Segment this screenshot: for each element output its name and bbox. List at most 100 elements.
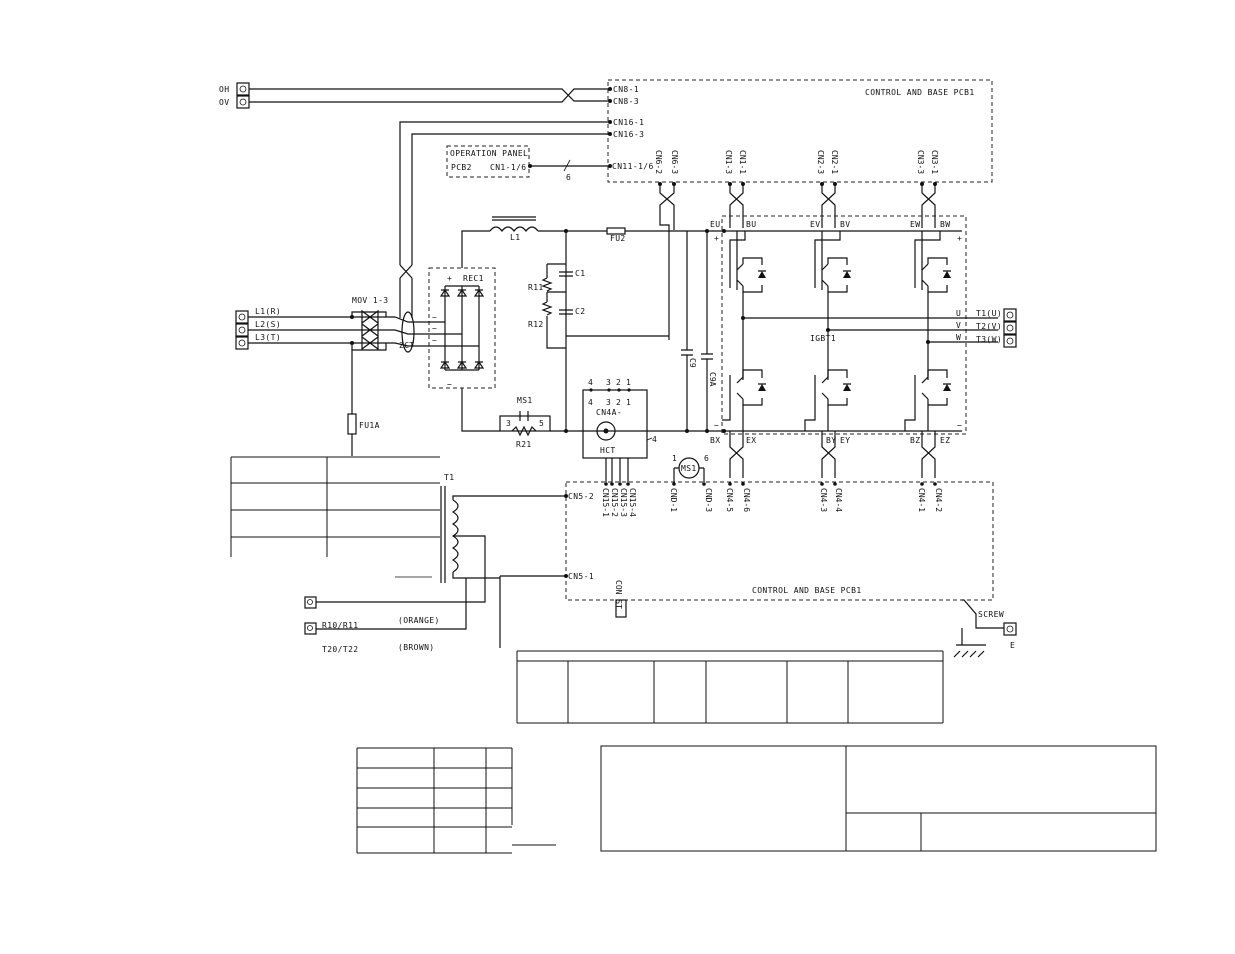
fu1a-fuse (347, 413, 357, 435)
ms1-coil-label: MS1 (681, 464, 697, 473)
cn5-1-label: CN5-1 (568, 572, 594, 581)
ez-label: EZ (940, 436, 950, 445)
cn16-1-label: CN16-1 (613, 118, 644, 127)
w-label: W (956, 333, 961, 342)
bottom-pcb-connector-dots (604, 482, 937, 486)
rec1-minus: − (447, 380, 452, 389)
cn4a-pin4: 4 (588, 398, 593, 407)
cn4-1-label: CN4-1 (917, 488, 926, 512)
c9-label: C9 (688, 358, 697, 368)
cn4-3-label: CN4-3 (819, 488, 828, 512)
cn4-5-label: CN4-5 (725, 488, 734, 512)
zct-core (401, 311, 415, 353)
c9a-capacitor (701, 231, 713, 431)
rec1-label: REC1 (463, 274, 484, 283)
u-label: U (956, 309, 961, 318)
cn4a-pin3: 3 (606, 398, 611, 407)
brown-label: (BROWN) (398, 643, 435, 652)
t1u-label: T1(U) (976, 309, 1002, 318)
fu2-label: FU2 (610, 234, 626, 243)
rec1-plus: + (447, 274, 452, 283)
hct-box (582, 389, 648, 459)
bottom-left-empty-table (356, 747, 556, 854)
cn15-3-label: CN15-3 (619, 488, 628, 517)
cn4a-label: CN4A- (596, 408, 622, 417)
ms1-coil-pin1: 1 (672, 454, 677, 463)
l1-choke-label: L1 (510, 233, 520, 242)
mov-varistors (351, 309, 387, 351)
ov-terminal (236, 95, 250, 109)
t2v-label: T2(V) (976, 322, 1002, 331)
fu1a-label: FU1A (359, 421, 380, 430)
middle-empty-table (516, 650, 944, 724)
cn4a-pin1: 1 (626, 398, 631, 407)
cn2-3-label: CN2-3 (816, 150, 825, 174)
screw-label: SCREW (978, 610, 1004, 619)
con-st-connector (615, 599, 627, 618)
igbt-module-box (721, 215, 967, 435)
r10-r11-label: R10/R11 (322, 621, 359, 630)
l1-choke (489, 226, 539, 232)
cn15-2-label: CN15-2 (610, 488, 619, 517)
ov-label: OV (219, 98, 229, 107)
cn4a-pin4-top: 4 (588, 378, 593, 387)
cn15-4-label: CN15-4 (628, 488, 637, 517)
ms1-coil-pin6: 6 (704, 454, 709, 463)
cnd-1-label: CND-1 (669, 488, 678, 512)
cn4-6-label: CN4-6 (742, 488, 751, 512)
rec1-diodes: ~ ~ ~ (432, 285, 485, 371)
ribbon-count: 6 (566, 173, 571, 182)
bv-label: BV (840, 220, 850, 229)
ground-symbol (953, 628, 986, 658)
t1-transformer-label: T1 (444, 473, 454, 482)
hct-pin4-label: 4 (652, 435, 657, 444)
c9a-label: C9A (708, 372, 717, 387)
operation-panel-label: OPERATION PANEL (450, 149, 528, 158)
cn4-2-label: CN4-2 (934, 488, 943, 512)
pcb1-bottom-label: CONTROL AND BASE PCB1 (752, 586, 862, 595)
pcb1-top-box (607, 79, 993, 183)
l1r-label: L1(R) (255, 307, 281, 316)
left-empty-table (230, 456, 440, 557)
dc-plus-label: + (714, 234, 719, 243)
hct-sensor (596, 421, 616, 441)
eu-label: EU (710, 220, 720, 229)
cn6-3-label: CN6-3 (670, 150, 679, 174)
cn4-4-label: CN4-4 (834, 488, 843, 512)
svg-text:~: ~ (432, 313, 437, 322)
ms1-pin5: 5 (539, 419, 544, 428)
ew-label: EW (910, 220, 920, 229)
ac-input-terminals (235, 310, 249, 350)
hct-label: HCT (600, 446, 616, 455)
cn5-2-label: CN5-2 (568, 492, 594, 501)
oh-label: OH (219, 85, 229, 94)
orange-label: (ORANGE) (398, 616, 440, 625)
r21-label: R21 (516, 440, 532, 449)
cn1-16-label: CN1-1/6 (490, 163, 527, 172)
dc-minus-label: − (714, 421, 719, 430)
e-label: E (1010, 641, 1015, 650)
v-label: V (956, 321, 961, 330)
bu-label: BU (746, 220, 756, 229)
oh-terminal (236, 82, 250, 96)
c1-capacitor (559, 271, 573, 277)
motor-output-terminals (1003, 308, 1017, 348)
cn3-1-label: CN3-1 (930, 150, 939, 174)
ex-label: EX (746, 436, 756, 445)
svg-text:~: ~ (432, 336, 437, 345)
ms1-pin3: 3 (506, 419, 511, 428)
by-label: BY (826, 436, 836, 445)
svg-text:~: ~ (432, 324, 437, 333)
e-terminal (1003, 622, 1017, 636)
pcb2-label: PCB2 (451, 163, 472, 172)
cn8-3-label: CN8-3 (613, 97, 639, 106)
pcb1-top-label: CONTROL AND BASE PCB1 (865, 88, 975, 97)
rec1-box (428, 267, 496, 389)
r20-r22-label: T20/T22 (322, 645, 359, 654)
bz-label: BZ (910, 436, 920, 445)
cn8-1-label: CN8-1 (613, 85, 639, 94)
r21-resistor (511, 425, 537, 437)
bw-label: BW (940, 220, 950, 229)
c2-label: C2 (575, 307, 585, 316)
